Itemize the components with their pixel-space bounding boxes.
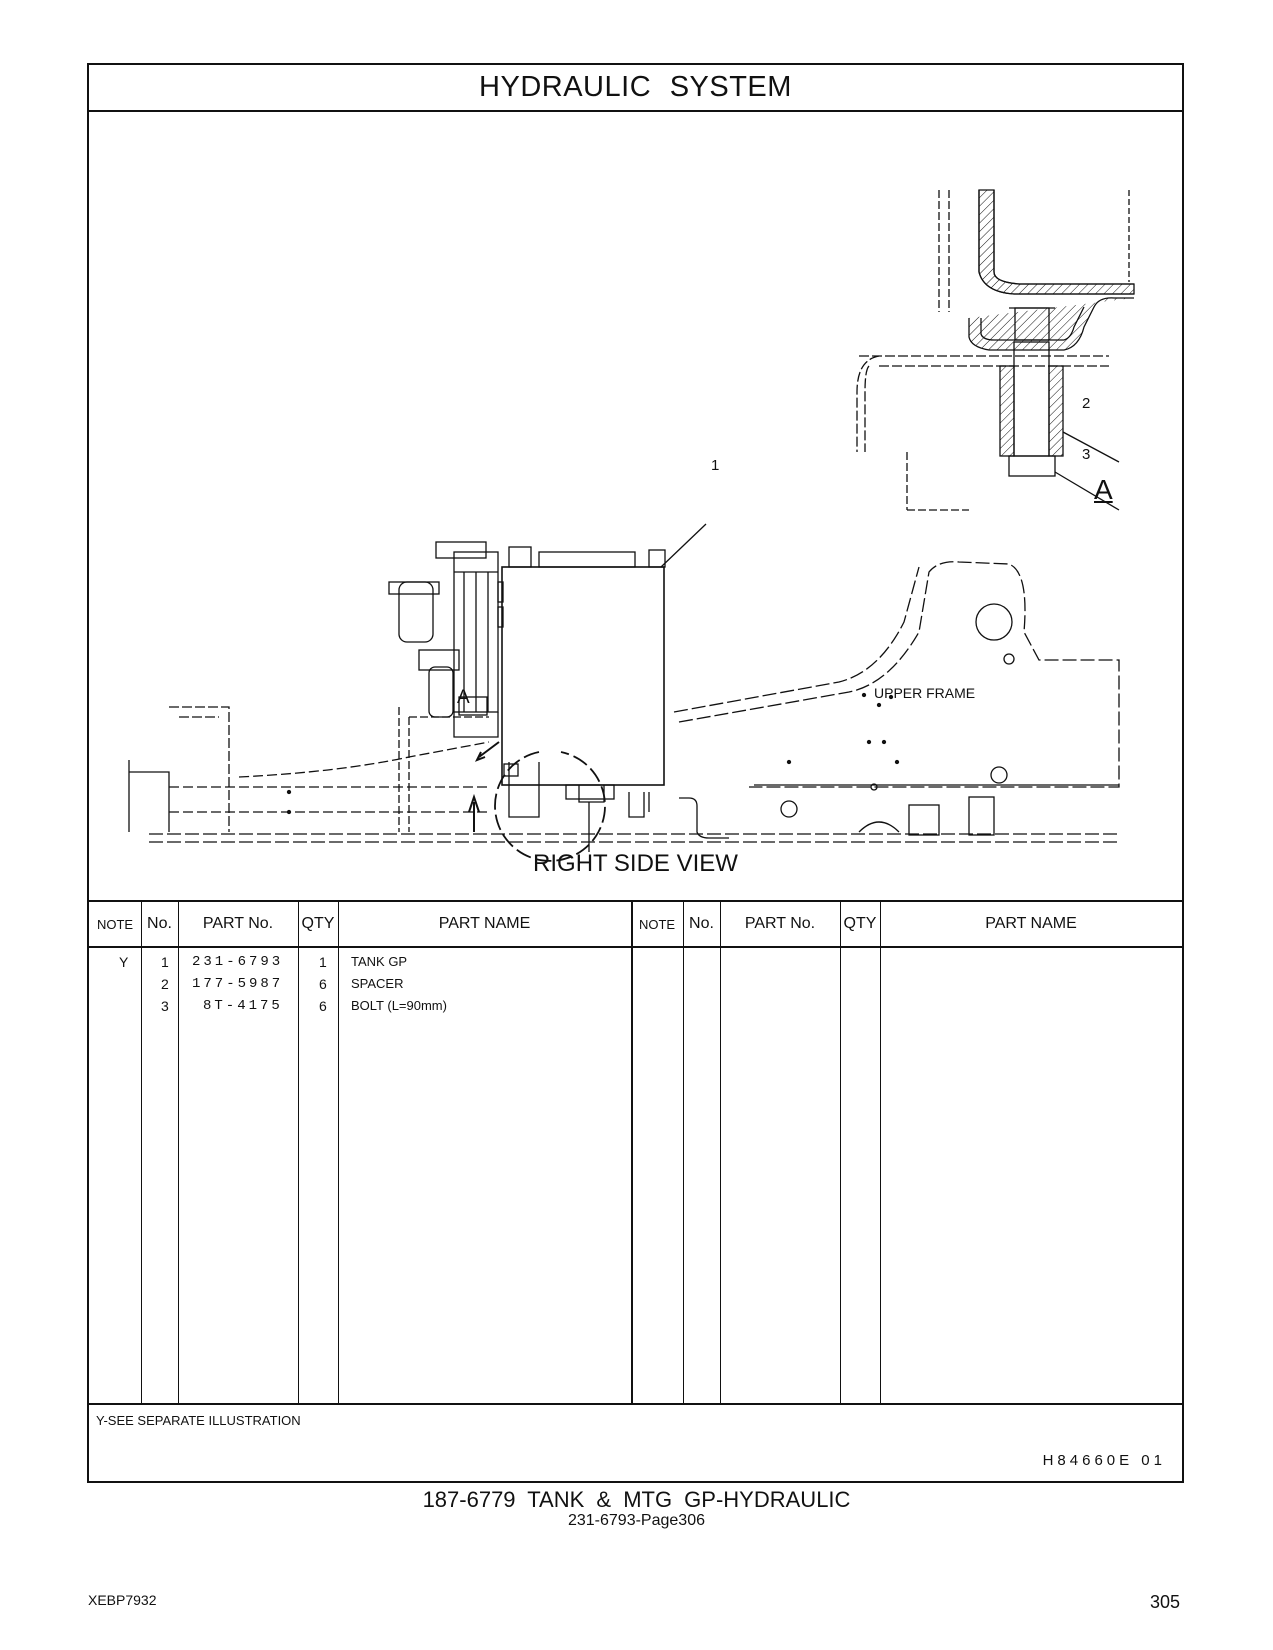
- hydraulic-illustration: [128, 189, 1135, 862]
- table-row: 3 8T-4175 6 BOLT (L=90mm): [89, 998, 1182, 1020]
- col-part-name: PART NAME: [438, 915, 531, 932]
- row-name: SPACER: [351, 976, 404, 991]
- table-row: Y 1 231-6793 1 TANK GP: [89, 954, 1182, 976]
- upper-frame-label: UPPER FRAME: [874, 685, 976, 701]
- tank-body: [501, 566, 665, 786]
- col-no-2: No.: [689, 915, 714, 932]
- row-no: 2: [161, 976, 169, 992]
- row-part-no: 8T-4175: [203, 998, 283, 1014]
- row-qty: 6: [319, 976, 327, 992]
- footnote-text: Y-SEE SEPARATE ILLUSTRATION: [96, 1413, 301, 1428]
- row-name: BOLT (L=90mm): [351, 998, 447, 1013]
- row-part-no: 177-5987: [192, 976, 284, 992]
- view-caption: RIGHT SIDE VIEW: [533, 850, 738, 877]
- row-no: 3: [161, 998, 169, 1014]
- col-note-2: NOTE: [638, 916, 676, 932]
- machine-drawing: [128, 523, 1120, 862]
- document-title: 187-6779 TANK & MTG GP-HYDRAULIC: [422, 1487, 851, 1512]
- publication-code: XEBP7932: [88, 1592, 157, 1608]
- row-qty: 6: [319, 998, 327, 1014]
- col-part-no: PART No.: [202, 915, 274, 932]
- detail-a-label: A: [1094, 474, 1113, 505]
- illustration-code: H84660E 01: [1042, 1452, 1166, 1469]
- row-qty: 1: [319, 954, 327, 970]
- document-subtitle: 231-6793-Page306: [567, 1512, 705, 1529]
- callout-1: 1: [711, 457, 720, 474]
- col-part-no-2: PART No.: [744, 915, 816, 932]
- row-no: 1: [161, 954, 169, 970]
- callout-2: 2: [1082, 395, 1091, 412]
- page-title: HYDRAULIC SYSTEM: [89, 65, 1182, 112]
- row-note: Y: [119, 954, 129, 970]
- table-row: 2 177-5987 6 SPACER: [89, 976, 1182, 998]
- page-frame: HYDRAULIC SYSTEM: [87, 63, 1184, 1483]
- page-number: 305: [1150, 1592, 1181, 1612]
- detail-a-drawing: [856, 189, 1135, 511]
- col-no: No.: [147, 915, 172, 932]
- row-name: TANK GP: [351, 954, 408, 969]
- col-part-name-2: PART NAME: [985, 915, 1077, 932]
- col-qty-2: QTY: [843, 915, 877, 932]
- callout-3: 3: [1082, 446, 1091, 463]
- view-arrow: [468, 793, 480, 832]
- table-header: NOTE No. PART No. QTY PART NAME NOTE No.…: [89, 902, 1182, 948]
- footnote-area: Y-SEE SEPARATE ILLUSTRATION H84660E 01: [89, 1403, 1182, 1481]
- parts-table: NOTE No. PART No. QTY PART NAME NOTE No.…: [89, 900, 1182, 1405]
- col-qty: QTY: [301, 915, 335, 932]
- row-part-no: 231-6793: [192, 954, 284, 970]
- col-note: NOTE: [96, 916, 134, 932]
- view-arrow-label: A: [457, 687, 470, 708]
